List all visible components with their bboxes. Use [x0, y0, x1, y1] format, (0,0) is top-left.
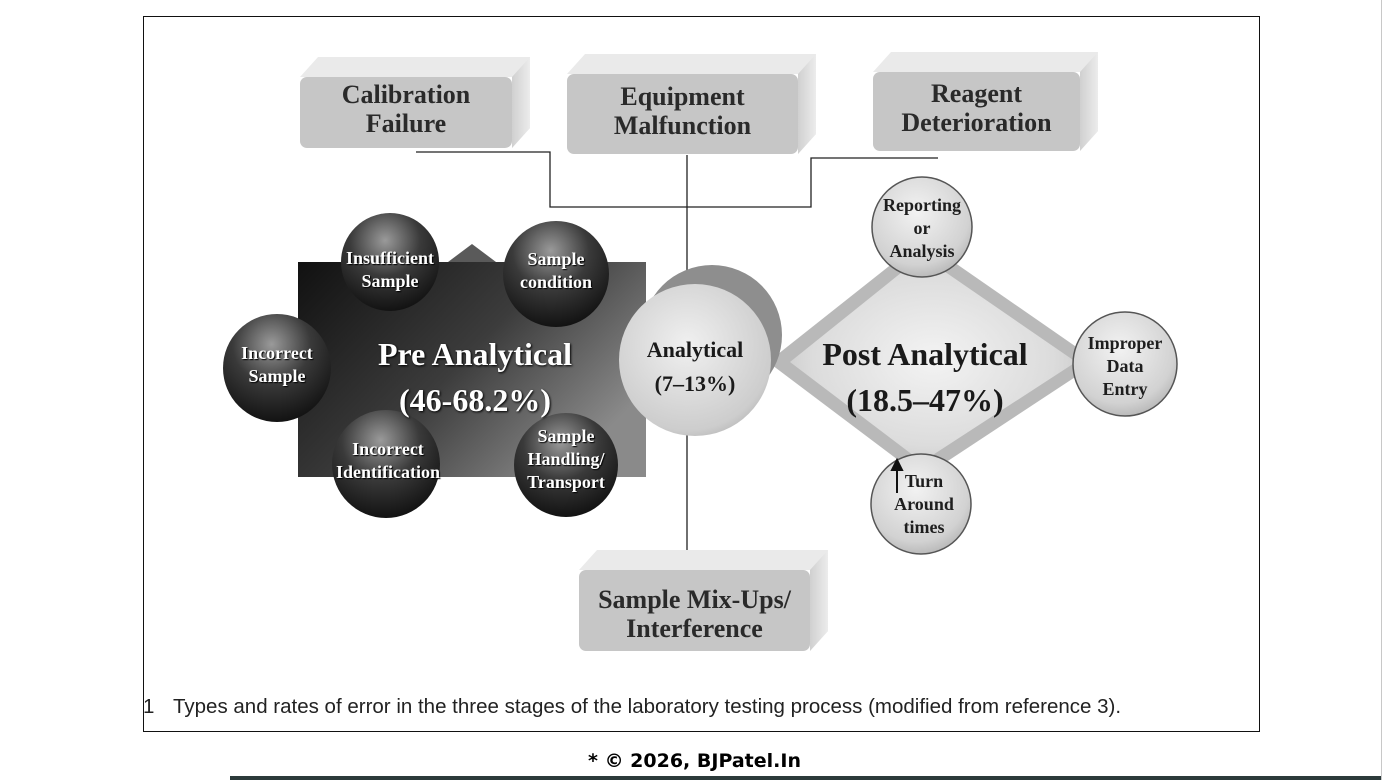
turnaround-arrow-icon — [890, 457, 904, 493]
analytical-rate: (7–13%) — [654, 371, 736, 396]
sample-handling-label: Sample Handling/ Transport — [527, 426, 605, 492]
incorrect-identification-ball — [332, 410, 440, 518]
incorrect-sample-ball — [223, 314, 331, 422]
figure-frame — [143, 16, 1260, 732]
pre-analytical-title: Pre Analytical — [377, 336, 573, 372]
copyright-notice: * © 2026, BJPatel.In — [588, 750, 801, 772]
equipment-malfunction-label: Equipment Malfunction — [613, 82, 752, 140]
bottom-strip — [230, 776, 1381, 780]
improper-data-entry-label: Improper Data Entry — [1087, 333, 1163, 399]
reporting-analysis-label: Reporting or Analysis — [883, 195, 961, 261]
page-edge — [1381, 0, 1382, 780]
sample-mixups-box — [579, 550, 828, 651]
sample-handling-ball — [514, 413, 618, 517]
calibration-failure-label: Calibration Failure — [341, 80, 471, 138]
equipment-malfunction-box — [567, 54, 816, 154]
reagent-deterioration-box — [873, 52, 1098, 151]
figure-caption: 1 Types and rates of error in the three s… — [143, 695, 1260, 719]
post-analytical-diamond — [768, 240, 1098, 478]
incorrect-sample-label: Incorrect Sample — [241, 343, 313, 386]
reporting-analysis-ball — [871, 176, 973, 278]
sample-condition-ball — [503, 221, 609, 327]
turnaround-times-label: Turn Around times — [894, 471, 954, 537]
insufficient-sample-ball — [341, 213, 439, 311]
analytical-title: Analytical — [646, 337, 744, 362]
caption-text: Types and rates of error in the three st… — [173, 695, 1122, 718]
analytical-sphere — [619, 265, 782, 436]
calibration-failure-box — [300, 57, 530, 148]
sample-condition-label: Sample condition — [519, 249, 593, 292]
insufficient-sample-label: Insufficient Sample — [345, 248, 434, 291]
sample-mixups-label: Sample Mix-Ups/ Interference — [598, 585, 791, 643]
pre-analytical-rate: (46-68.2%) — [399, 382, 551, 418]
figure-number: 1 — [143, 695, 155, 718]
incorrect-identification-label: Incorrect Identification — [335, 439, 440, 482]
post-analytical-rate: (18.5–47%) — [846, 382, 1004, 418]
reagent-deterioration-label: Reagent Deterioration — [901, 79, 1052, 137]
improper-data-entry-ball — [1072, 311, 1178, 417]
post-analytical-title: Post Analytical — [822, 336, 1028, 372]
